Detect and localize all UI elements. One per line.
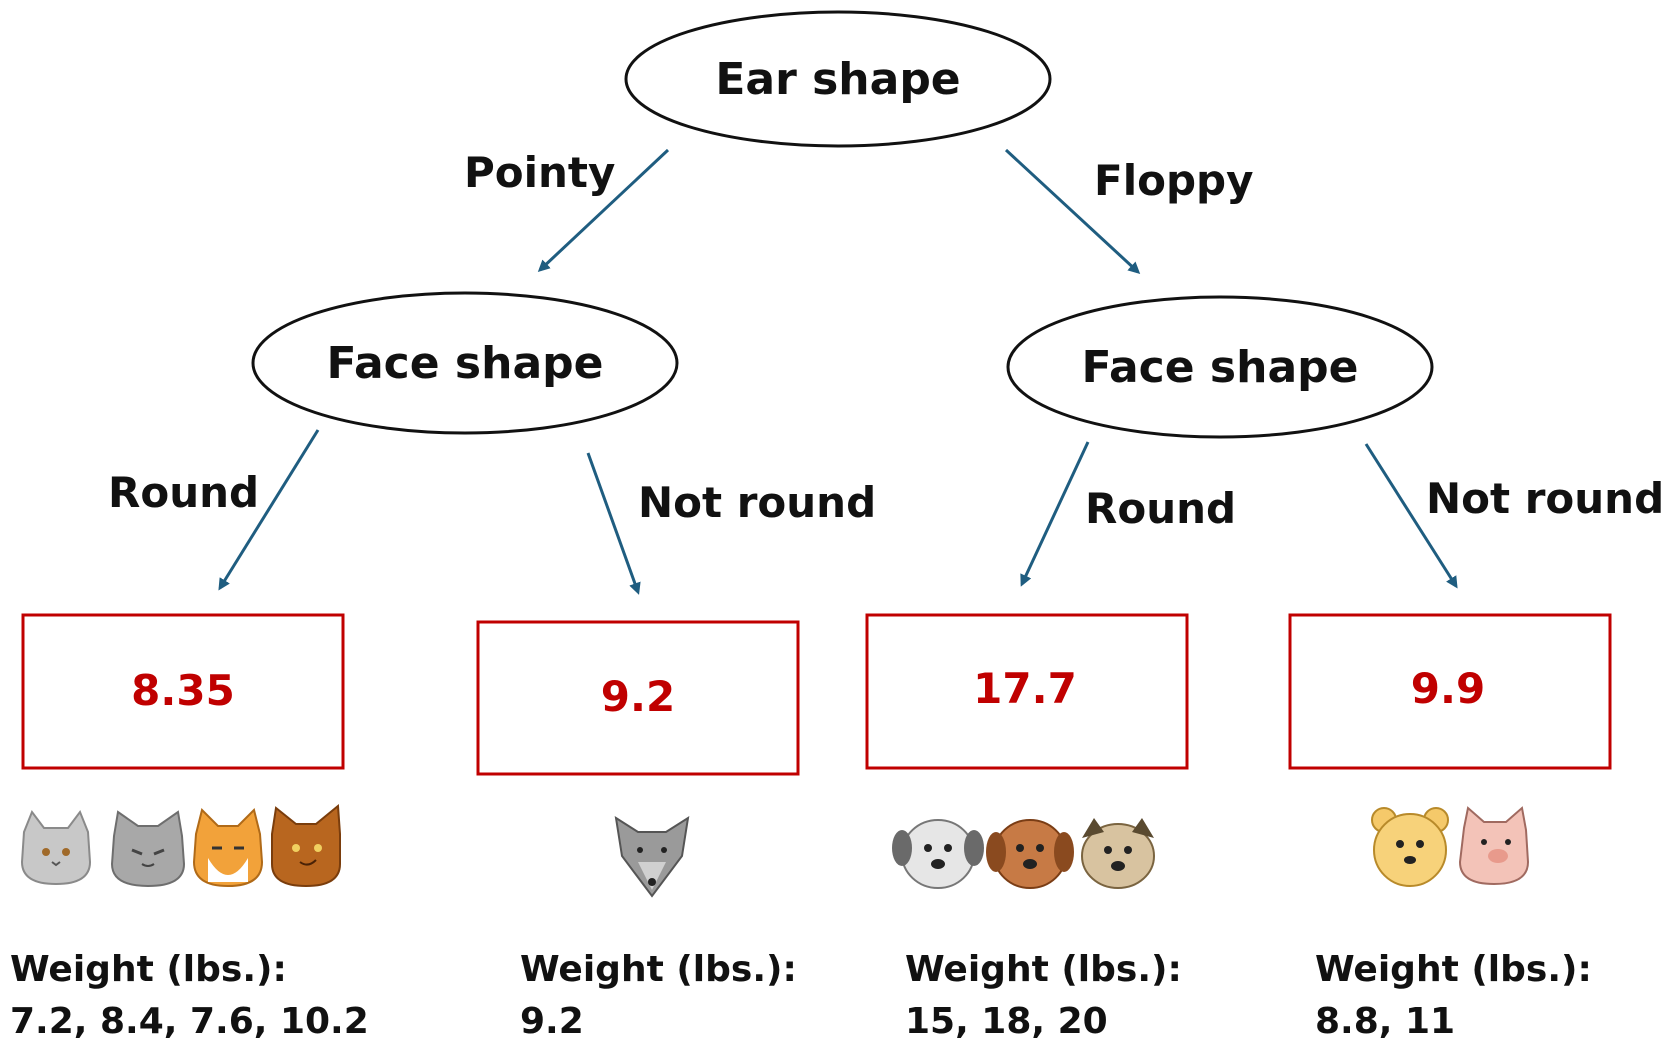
leaf-2-value: 9.2: [601, 672, 675, 721]
edge-floppy-arrow: [1004, 148, 1141, 275]
leaf-1-value: 8.35: [131, 666, 235, 715]
leaf-box-2: 9.2: [476, 620, 800, 776]
right-face-shape-node: Face shape: [1006, 295, 1434, 439]
edge-left-round-label: Round: [108, 468, 259, 517]
edge-right-not-round-label: Not round: [1426, 474, 1664, 523]
leaf-4-weight-label: Weight (lbs.):: [1315, 949, 1592, 990]
edge-right-not-round-arrow: [1364, 443, 1458, 589]
leaf-1-weights: Weight (lbs.): 7.2, 8.4, 7.6, 10.2: [10, 944, 369, 1048]
leaf-2-weight-label: Weight (lbs.):: [520, 949, 797, 990]
gray-dog-icon: [892, 819, 984, 889]
edge-right-round-arrow: [1020, 441, 1090, 587]
right-node-label: Face shape: [1082, 342, 1359, 393]
tan-dog-icon: [1081, 818, 1155, 889]
left-face-shape-node: Face shape: [251, 291, 679, 435]
brown-cat-icon: [271, 804, 341, 888]
root-node: Ear shape: [624, 10, 1052, 148]
leaf-3-value: 17.7: [973, 664, 1077, 713]
edge-floppy-label: Floppy: [1094, 156, 1253, 205]
leaf-box-3: 17.7: [865, 613, 1189, 770]
leaf-4-weight-values: 8.8, 11: [1315, 1001, 1456, 1042]
leaf-4-value: 9.9: [1411, 664, 1485, 713]
edge-left-not-round-label: Not round: [638, 478, 876, 527]
leaf-box-1: 8.35: [21, 613, 345, 770]
edge-right-round-label: Round: [1085, 484, 1236, 533]
yellow-bear-icon: [1371, 807, 1449, 887]
gray-cat-icon: [20, 809, 92, 886]
leaf-3-weight-values: 15, 18, 20: [905, 1001, 1108, 1042]
leaf-2-weight-values: 9.2: [520, 1001, 584, 1042]
leaf-1-weight-label: Weight (lbs.):: [10, 949, 287, 990]
brown-dog-icon: [986, 819, 1074, 889]
left-node-label: Face shape: [327, 338, 604, 389]
edge-pointy-label: Pointy: [464, 148, 615, 197]
gray-cat-icon: [110, 810, 186, 888]
root-node-label: Ear shape: [715, 54, 960, 105]
gray-wolf-icon: [614, 815, 690, 898]
leaf-box-4: 9.9: [1288, 613, 1612, 770]
leaf-1-weight-values: 7.2, 8.4, 7.6, 10.2: [10, 1001, 369, 1042]
edge-left-round-arrow: [218, 429, 320, 591]
edge-left-not-round-arrow: [586, 452, 641, 595]
orange-cat-icon: [192, 808, 264, 888]
leaf-4-weights: Weight (lbs.): 8.8, 11: [1315, 944, 1592, 1048]
leaf-2-weights: Weight (lbs.): 9.2: [520, 944, 797, 1048]
pink-pig-icon: [1458, 806, 1530, 886]
leaf-3-weight-label: Weight (lbs.):: [905, 949, 1182, 990]
leaf-3-weights: Weight (lbs.): 15, 18, 20: [905, 944, 1182, 1048]
edge-pointy-arrow: [537, 148, 670, 273]
